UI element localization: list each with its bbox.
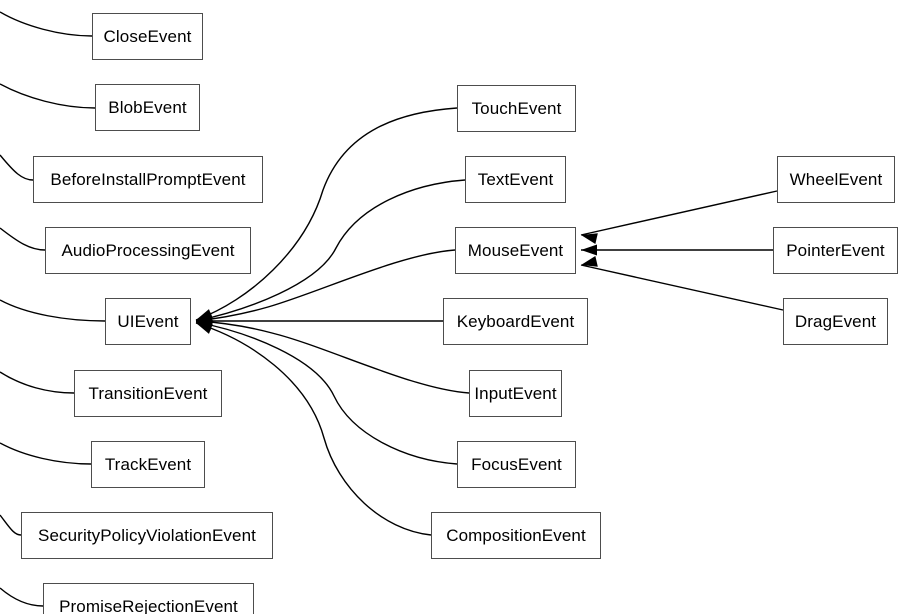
node-label: DragEvent [794, 311, 877, 331]
node-label: SecurityPolicyViolationEvent [38, 525, 256, 545]
node-mouseevent[interactable]: MouseEvent [455, 227, 576, 274]
node-label: InputEvent [474, 383, 557, 403]
node-label: BlobEvent [108, 97, 187, 117]
node-beforeinstallpromptevent[interactable]: BeforeInstallPromptEvent [33, 156, 263, 203]
node-label: BeforeInstallPromptEvent [50, 169, 246, 189]
node-textevent[interactable]: TextEvent [465, 156, 566, 203]
node-transitionevent[interactable]: TransitionEvent [74, 370, 222, 417]
node-closeevent[interactable]: CloseEvent [92, 13, 203, 60]
node-label: TouchEvent [471, 98, 562, 118]
node-securitypolicyviolationevent[interactable]: SecurityPolicyViolationEvent [21, 512, 273, 559]
node-touchevent[interactable]: TouchEvent [457, 85, 576, 132]
node-label: PointerEvent [786, 240, 885, 260]
node-label: PromiseRejectionEvent [59, 596, 238, 614]
node-compositionevent[interactable]: CompositionEvent [431, 512, 601, 559]
node-label: AudioProcessingEvent [61, 240, 235, 260]
node-inputevent[interactable]: InputEvent [469, 370, 562, 417]
node-label: MouseEvent [467, 240, 564, 260]
node-label: TransitionEvent [88, 383, 208, 403]
node-promiserejectionevent[interactable]: PromiseRejectionEvent [43, 583, 254, 614]
node-label: FocusEvent [471, 454, 562, 474]
node-label: TrackEvent [104, 454, 192, 474]
node-dragevent[interactable]: DragEvent [783, 298, 888, 345]
node-focusevent[interactable]: FocusEvent [457, 441, 576, 488]
node-trackevent[interactable]: TrackEvent [91, 441, 205, 488]
node-uievent[interactable]: UIEvent [105, 298, 191, 345]
node-label: WheelEvent [789, 169, 883, 189]
node-keyboardevent[interactable]: KeyboardEvent [443, 298, 588, 345]
node-label: UIEvent [117, 311, 179, 331]
node-label: CloseEvent [103, 26, 192, 46]
node-audioprocessingevent[interactable]: AudioProcessingEvent [45, 227, 251, 274]
node-label: CompositionEvent [446, 525, 586, 545]
node-wheelevent[interactable]: WheelEvent [777, 156, 895, 203]
node-blobevent[interactable]: BlobEvent [95, 84, 200, 131]
node-label: KeyboardEvent [456, 311, 575, 331]
node-pointerevent[interactable]: PointerEvent [773, 227, 898, 274]
node-label: TextEvent [477, 169, 554, 189]
